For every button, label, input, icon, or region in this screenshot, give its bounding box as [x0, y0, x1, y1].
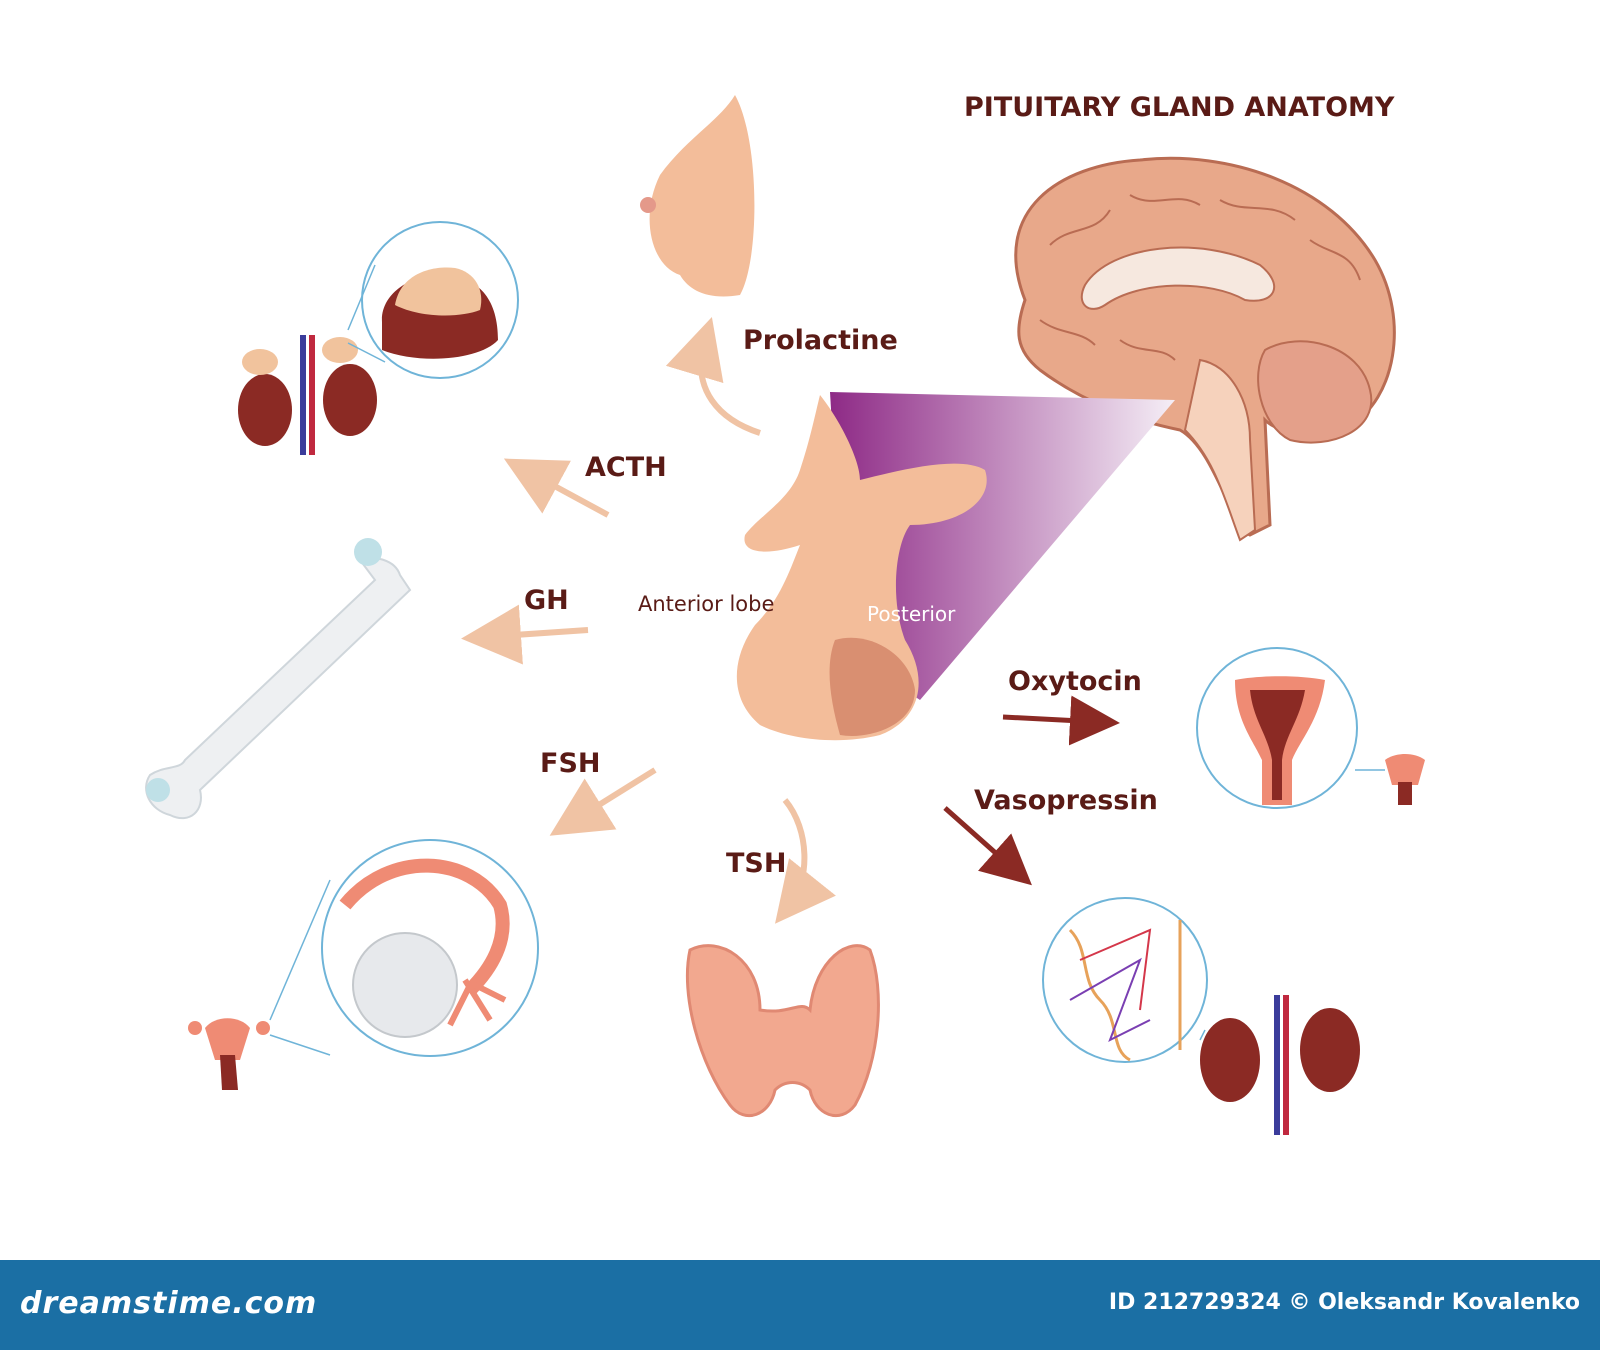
uterus-illustration	[1196, 647, 1425, 809]
ovary-illustration	[188, 839, 539, 1090]
gh-arrow	[461, 604, 589, 665]
diagram-artwork	[145, 95, 1425, 1135]
footer-credit: ID 212729324 © Oleksandr Kovalenko	[1108, 1290, 1580, 1315]
hormone-arrows	[461, 317, 1120, 924]
vasopressin-label: Vasopressin	[974, 785, 1158, 816]
thyroid-illustration	[685, 944, 880, 1118]
diagram-canvas: PITUITARY GLAND ANATOMY Prolactine ACTH …	[145, 92, 1425, 1135]
prolactine-arrow	[665, 317, 761, 436]
fsh-label: FSH	[540, 748, 601, 779]
oxytocin-arrow	[1002, 695, 1120, 746]
vasopressin-arrow	[943, 806, 1032, 886]
pituitary-gland-illustration	[736, 395, 987, 741]
bone-illustration	[145, 538, 412, 820]
acth-label: ACTH	[585, 452, 667, 483]
tsh-arrow	[775, 798, 836, 924]
kidney-nephron-illustration	[1042, 897, 1360, 1135]
acth-arrow	[503, 458, 610, 518]
brain-illustration	[1014, 156, 1396, 542]
tsh-label: TSH	[726, 848, 787, 879]
anterior-lobe-label: Anterior lobe	[638, 592, 775, 616]
breast-illustration	[640, 95, 755, 297]
prolactine-label: Prolactine	[743, 325, 898, 356]
footer-bar: dreamstime.com ID 212729324 © Oleksandr …	[0, 1260, 1600, 1350]
fsh-arrow	[549, 767, 657, 836]
diagram-title: PITUITARY GLAND ANATOMY	[964, 92, 1395, 123]
oxytocin-label: Oxytocin	[1008, 666, 1142, 697]
adrenal-kidney-illustration	[238, 221, 519, 455]
gh-label: GH	[524, 585, 569, 616]
footer-logo[interactable]: dreamstime.com	[20, 1286, 318, 1321]
posterior-lobe-label: Posterior	[867, 602, 956, 626]
